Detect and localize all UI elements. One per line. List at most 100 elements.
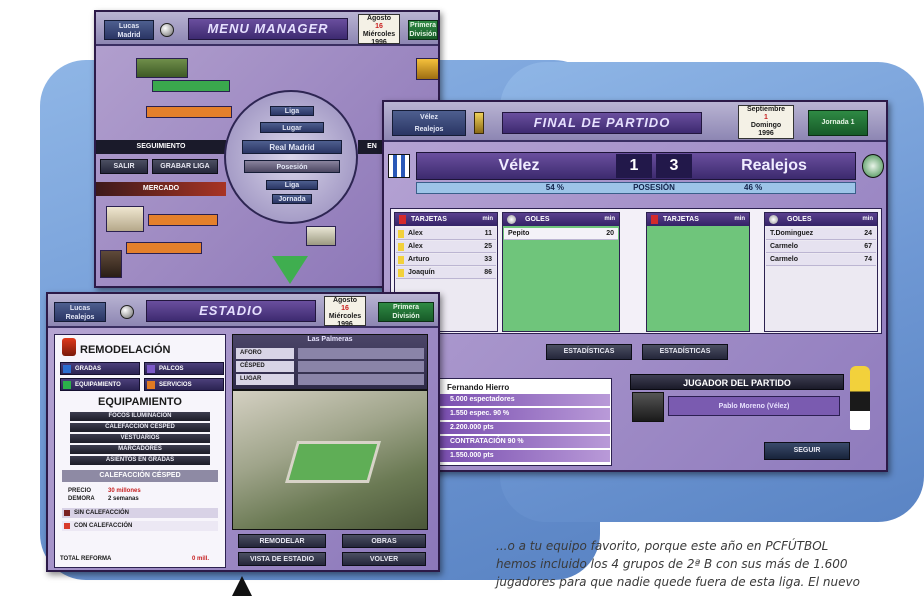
stadium-title: ESTADIO [146, 300, 316, 322]
mercado-label: MERCADO [142, 185, 180, 192]
remodelar-button[interactable]: REMODELAR [238, 534, 326, 548]
equip-item[interactable]: CALEFACCIÓN CÉSPED [70, 423, 210, 432]
date-month: Septiembre [746, 106, 786, 113]
grabar-liga-button[interactable]: GRABAR LIGA [152, 159, 218, 174]
menu-tile-cash[interactable] [306, 226, 336, 246]
equip-item[interactable]: VESTUARIOS [70, 434, 210, 443]
team-wheel[interactable]: Liga Lugar Real Madrid Posesión Liga Jor… [224, 90, 358, 224]
chip-line: División [409, 31, 437, 38]
home-stats-button[interactable]: ESTADÍSTICAS [546, 344, 632, 360]
seguimiento-bar[interactable]: SEGUIMIENTO [96, 140, 226, 154]
home-score: 1 [616, 154, 652, 178]
goal-player-name: Pepito [508, 230, 530, 237]
date-weekday: Domingo [750, 122, 782, 129]
menu-tile-green[interactable] [152, 80, 230, 92]
equip-item[interactable]: MARCADORES [70, 445, 210, 454]
match-window: Vélez Realejos FINAL DE PARTIDO Septiemb… [382, 100, 888, 472]
remodel-option-1[interactable]: PALCOS [144, 362, 224, 375]
chip-line: Lucas [69, 305, 91, 312]
option-label: SERVICIOS [159, 382, 192, 388]
chip-line: Realejos [65, 314, 95, 321]
manager-title: MENU MANAGER [188, 18, 348, 40]
seguimiento-label: SEGUIMIENTO [136, 143, 186, 150]
away-stats-button[interactable]: ESTADÍSTICAS [642, 344, 728, 360]
wheel-field: Jornada [272, 194, 312, 204]
match-title: FINAL DE PARTIDO [502, 112, 702, 134]
volver-button[interactable]: VOLVER [342, 552, 426, 566]
yellow-card-icon [398, 230, 404, 238]
equip-item[interactable]: ASIENTOS EN GRADAS [70, 456, 210, 465]
obras-button[interactable]: OBRAS [342, 534, 426, 548]
option-icon [63, 365, 71, 373]
remodel-option-2[interactable]: EQUIPAMIENTO [60, 378, 140, 391]
demora-label: DEMORA [68, 496, 95, 502]
equip-item[interactable]: FOCOS ILUMINACIÓN [70, 412, 210, 421]
option-label: GRADAS [75, 366, 102, 372]
vista-button[interactable]: VISTA DE ESTADIO [238, 552, 326, 566]
jornada-chip[interactable]: Jornada 1 [808, 110, 868, 136]
remodel-option-0[interactable]: GRADAS [60, 362, 140, 375]
yellow-card-icon [398, 269, 404, 277]
stadium-row: LUGAR [236, 374, 424, 385]
chip-line: Realejos [414, 126, 444, 133]
stadium-date: Agosto 16 Miércoles 1996 [324, 296, 366, 328]
stadium-window: Lucas Realejos ESTADIO Agosto 16 Miércol… [46, 292, 440, 572]
stadium-row-label: AFORO [236, 348, 294, 359]
goal-minute: 67 [864, 243, 872, 250]
menu-tile-orange[interactable] [146, 106, 232, 118]
menu-tile-orange-2[interactable] [148, 214, 218, 226]
red-card-icon [399, 215, 406, 224]
sin-option[interactable]: SIN CALEFACCIÓN [62, 508, 218, 518]
away-cards-header: TARJETAS min [647, 213, 749, 226]
away-goals-header: GOLES min [765, 213, 877, 226]
card-minute: 33 [484, 256, 492, 263]
date-year: 1996 [337, 321, 353, 328]
card-player-name: Alex [408, 243, 423, 250]
home-goals-min-header: min [604, 216, 615, 222]
manager-user-chip[interactable]: Lucas Madrid [104, 20, 154, 40]
menu-tile-person[interactable] [100, 250, 122, 278]
mercado-bar[interactable]: MERCADO [96, 182, 226, 196]
down-arrow-icon[interactable] [272, 256, 308, 284]
away-cards-box [646, 212, 750, 332]
chip-line: Vélez [420, 114, 438, 121]
card-minute: 86 [484, 269, 492, 276]
option-icon [147, 365, 155, 373]
home-goals-header: GOLES min [503, 213, 619, 226]
right-edge-bar[interactable]: EN [358, 140, 386, 154]
stadium-user-chip[interactable]: Lucas Realejos [54, 302, 106, 322]
match-teams-chip[interactable]: Vélez Realejos [392, 110, 466, 136]
option-checkbox[interactable] [64, 523, 70, 529]
away-cards-title: TARJETAS [663, 216, 699, 223]
possession-bar [416, 182, 856, 194]
stadium-name: Las Palmeras [307, 336, 353, 343]
precio-value: 30 millones [108, 488, 141, 494]
menu-tile-docs[interactable] [106, 206, 144, 232]
menu-tile-gold[interactable] [416, 58, 438, 80]
option-icon [63, 381, 71, 389]
match-date: Septiembre 1 Domingo 1996 [738, 105, 794, 139]
date-day: 16 [341, 305, 349, 312]
trophy-icon [474, 112, 484, 134]
menu-tile-photo[interactable] [136, 58, 188, 78]
manager-division-chip[interactable]: Primera División [408, 20, 438, 40]
red-card-icon [651, 215, 658, 224]
remodel-option-3[interactable]: SERVICIOS [144, 378, 224, 391]
card-player-name: Alex [408, 230, 423, 237]
date-day: 1 [764, 114, 768, 121]
option-checkbox[interactable] [64, 510, 70, 516]
menu-tile-orange-3[interactable] [126, 242, 202, 254]
con-option[interactable]: CON CALEFACCIÓN [62, 521, 218, 531]
stadium-row-value [298, 361, 424, 372]
player-photo [632, 392, 664, 422]
option-icon [147, 381, 155, 389]
stadium-division-chip[interactable]: Primera División [378, 302, 434, 322]
seguir-button[interactable]: SEGUIR [764, 442, 850, 460]
salir-button[interactable]: SALIR [100, 159, 148, 174]
